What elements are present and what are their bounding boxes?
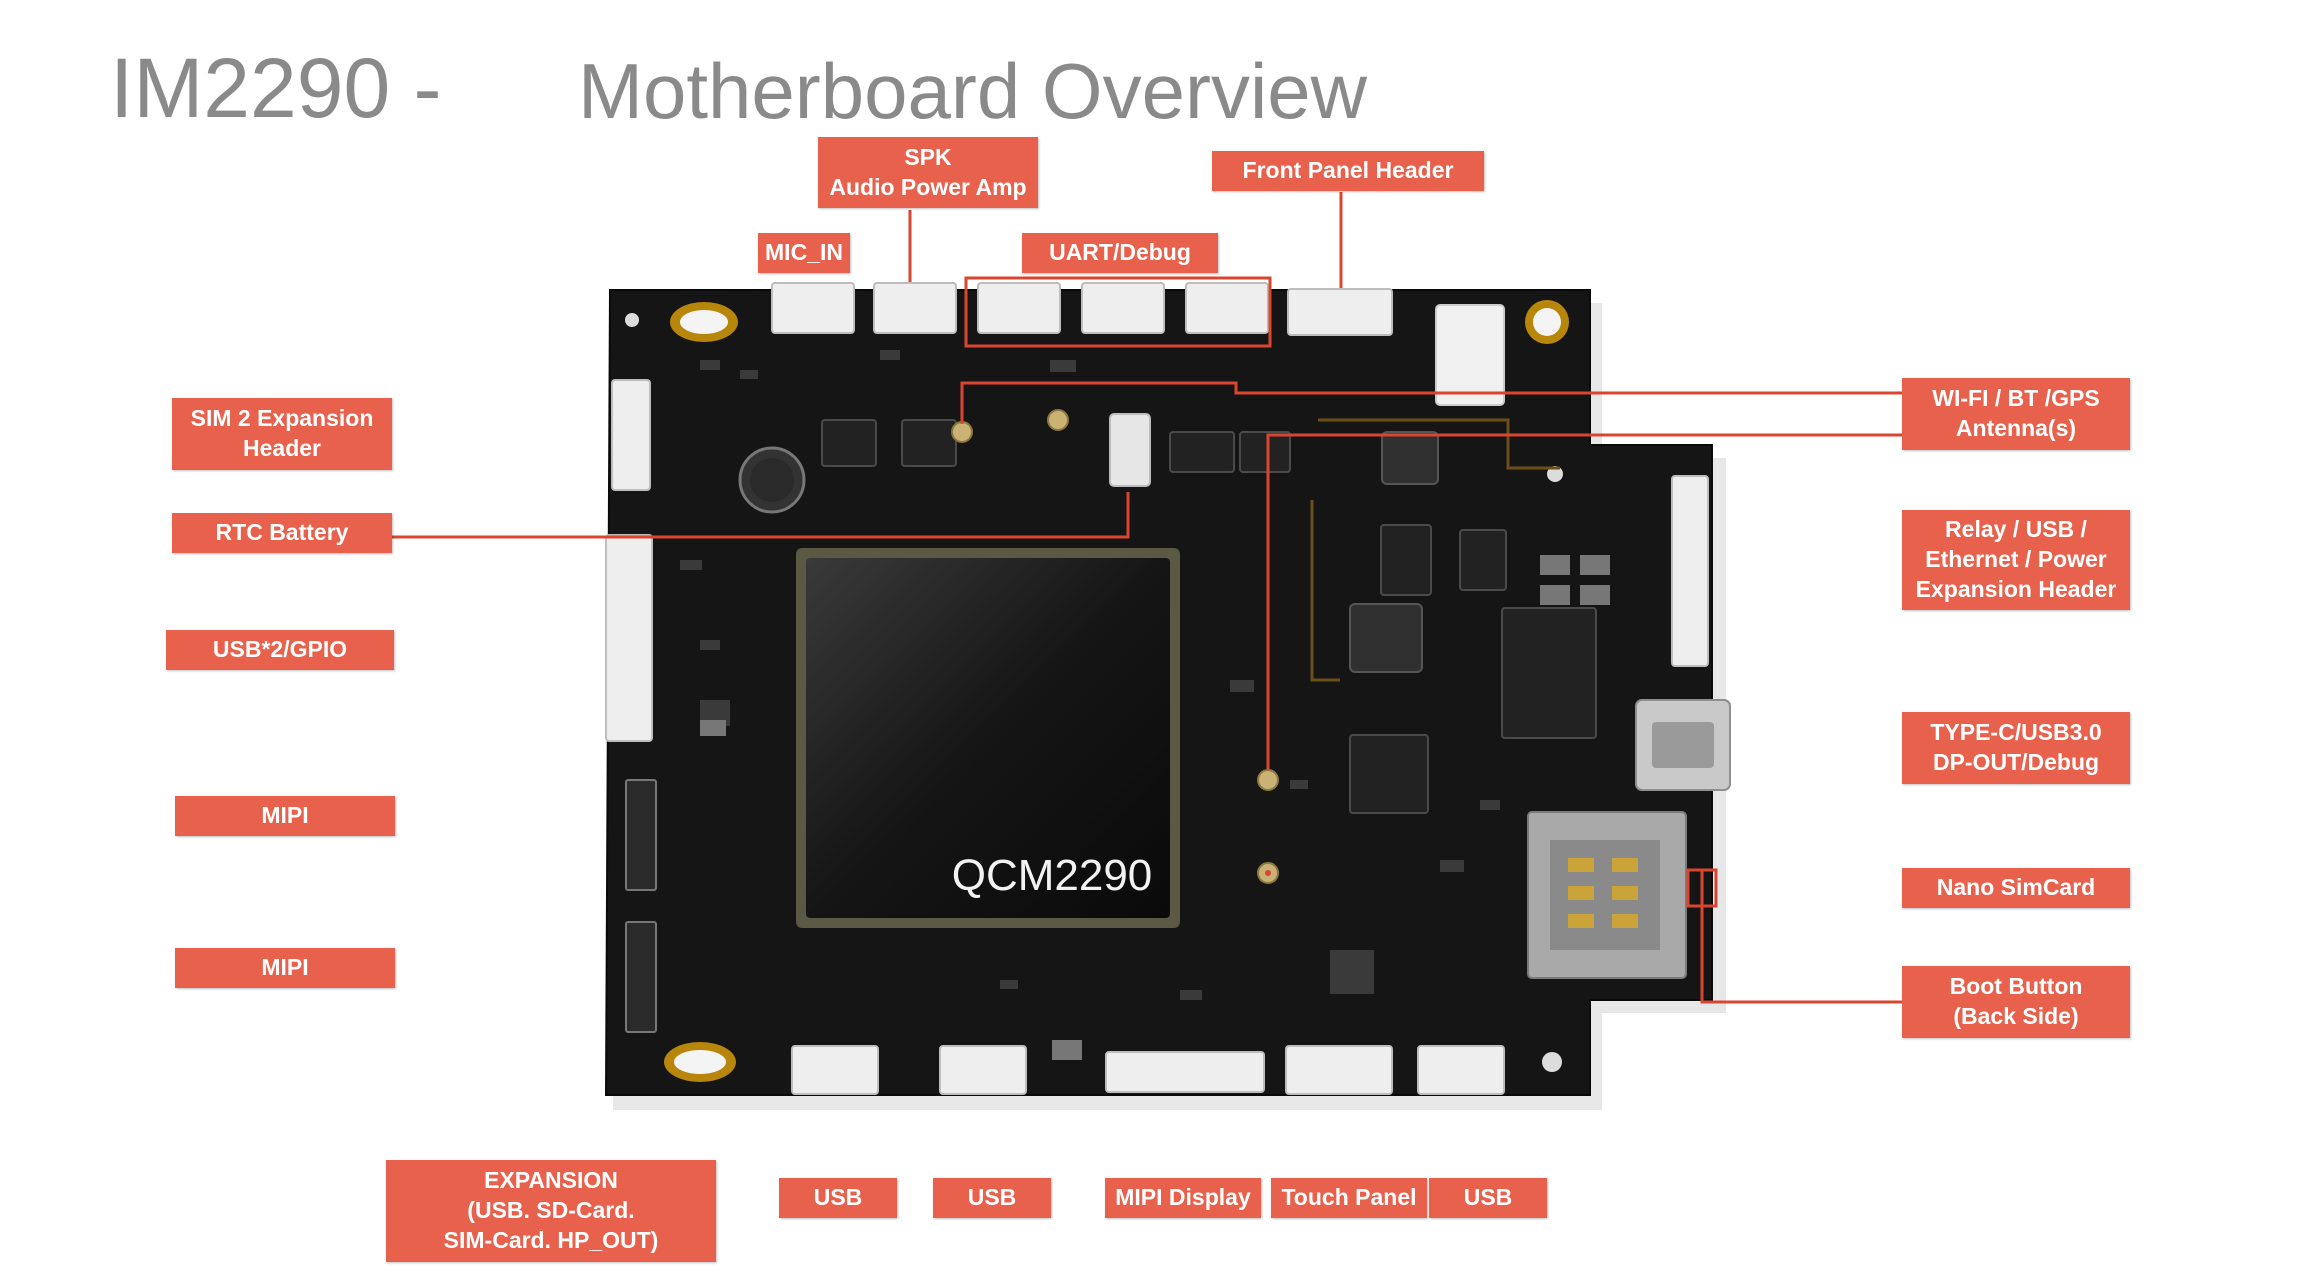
right-expansion-connector — [1671, 475, 1709, 667]
soc-chip — [806, 558, 1170, 918]
mipi-flex-connectors — [625, 779, 657, 1033]
page-title: IM2290 - — [110, 41, 442, 135]
label-usb-1: USB — [779, 1178, 897, 1218]
label-type-c-usb3: TYPE-C/USB3.0 DP-OUT/Debug — [1902, 712, 2130, 784]
label-usb-2: USB — [933, 1178, 1051, 1218]
bottom-connectors — [791, 1045, 1505, 1095]
label-boot-button: Boot Button (Back Side) — [1902, 966, 2130, 1038]
rtc-battery-connector — [1109, 413, 1151, 487]
label-relay-expansion-header: Relay / USB / Ethernet / Power Expansion… — [1902, 510, 2130, 610]
top-connectors — [771, 282, 1393, 336]
label-nano-simcard: Nano SimCard — [1902, 868, 2130, 908]
label-usb-gpio: USB*2/GPIO — [166, 630, 394, 670]
integrated-circuits — [821, 419, 1597, 814]
label-uart-debug: UART/Debug — [1022, 233, 1218, 273]
label-sim2-expansion-header: SIM 2 Expansion Header — [172, 398, 392, 470]
left-connectors — [605, 379, 653, 742]
label-rtc-battery: RTC Battery — [172, 513, 392, 553]
mounting-holes — [625, 300, 1569, 1082]
leader-lines — [392, 192, 1902, 1004]
page-subtitle: Motherboard Overview — [578, 47, 1367, 135]
label-spk-audio-amp: SPK Audio Power Amp — [818, 137, 1038, 208]
label-touch-panel: Touch Panel — [1271, 1178, 1427, 1218]
label-mipi-display: MIPI Display — [1105, 1178, 1261, 1218]
soc-chip-label: QCM2290 — [952, 851, 1153, 900]
label-mic-in: MIC_IN — [758, 233, 850, 273]
label-mipi-2: MIPI — [175, 948, 395, 988]
label-usb-3: USB — [1429, 1178, 1547, 1218]
relay-component — [1435, 304, 1505, 406]
antenna-connectors — [951, 409, 1279, 884]
label-wifi-bt-gps-antennas: WI-FI / BT /GPS Antenna(s) — [1902, 378, 2130, 450]
label-mipi-1: MIPI — [175, 796, 395, 836]
label-front-panel-header: Front Panel Header — [1212, 151, 1484, 191]
label-expansion: EXPANSION (USB. SD-Card. SIM-Card. HP_OU… — [386, 1160, 716, 1262]
inductors — [1349, 431, 1439, 673]
